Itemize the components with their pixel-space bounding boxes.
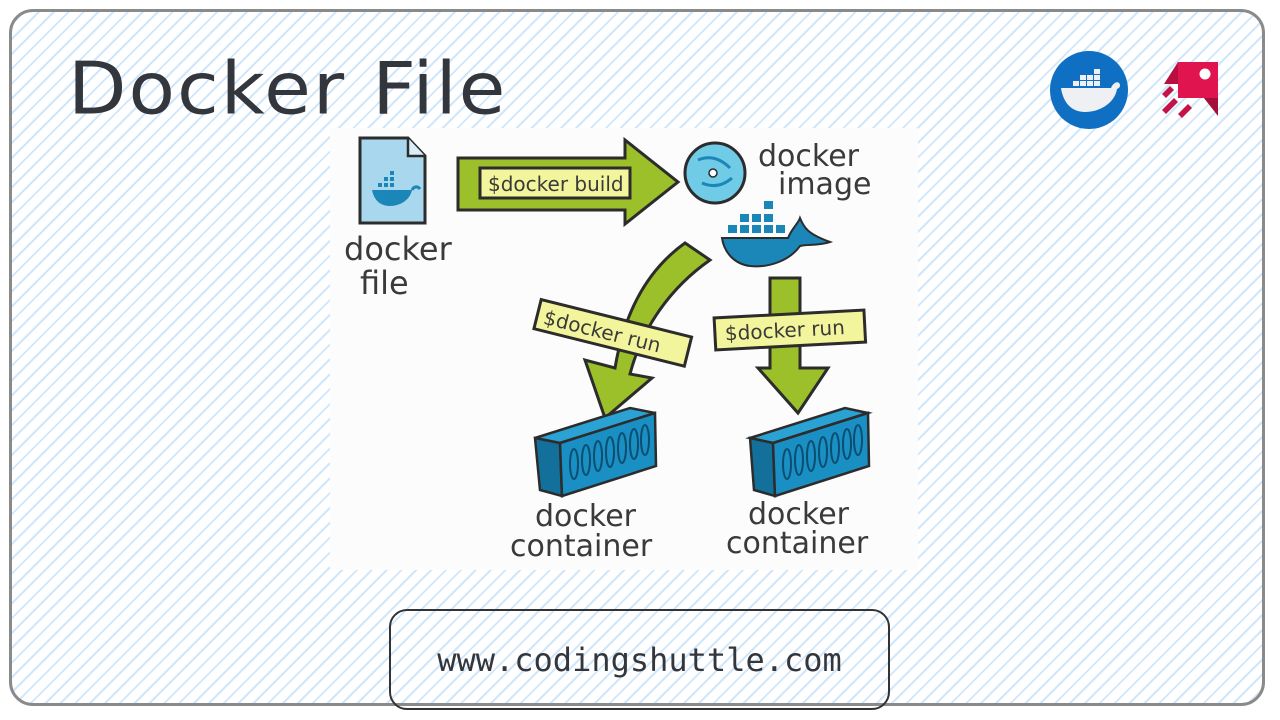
container-right-icon bbox=[745, 406, 873, 498]
docker-workflow-diagram: docker file $docker build docker image $… bbox=[330, 128, 918, 570]
image-label-line2: image bbox=[778, 167, 871, 202]
docker-logo-icon bbox=[1050, 51, 1128, 129]
coding-shuttle-logo-icon bbox=[1162, 62, 1218, 118]
build-arrow: $docker build bbox=[456, 136, 681, 228]
website-url-box[interactable]: www.codingshuttle.com bbox=[389, 609, 890, 710]
container-left-label-line2: container bbox=[510, 529, 653, 564]
website-url[interactable]: www.codingshuttle.com bbox=[437, 640, 842, 679]
container-left-icon bbox=[533, 406, 658, 498]
page-title: Docker File bbox=[68, 46, 508, 131]
docker-whale-icon bbox=[720, 201, 834, 268]
container-right-label-line1: docker bbox=[748, 497, 850, 532]
container-right-label-line2: container bbox=[726, 526, 869, 561]
image-label-line1: docker bbox=[758, 139, 860, 174]
dockerfile-icon bbox=[358, 136, 427, 225]
dockerfile-label-line2: file bbox=[360, 264, 409, 302]
build-command-label: $docker build bbox=[488, 172, 624, 196]
dockerfile-label-line1: docker bbox=[344, 230, 453, 268]
docker-image-disc-icon bbox=[683, 141, 747, 205]
container-left-label-line1: docker bbox=[535, 499, 637, 534]
run-arrow-left: $docker run bbox=[532, 241, 713, 421]
run-arrow-right: $docker run bbox=[712, 276, 868, 416]
